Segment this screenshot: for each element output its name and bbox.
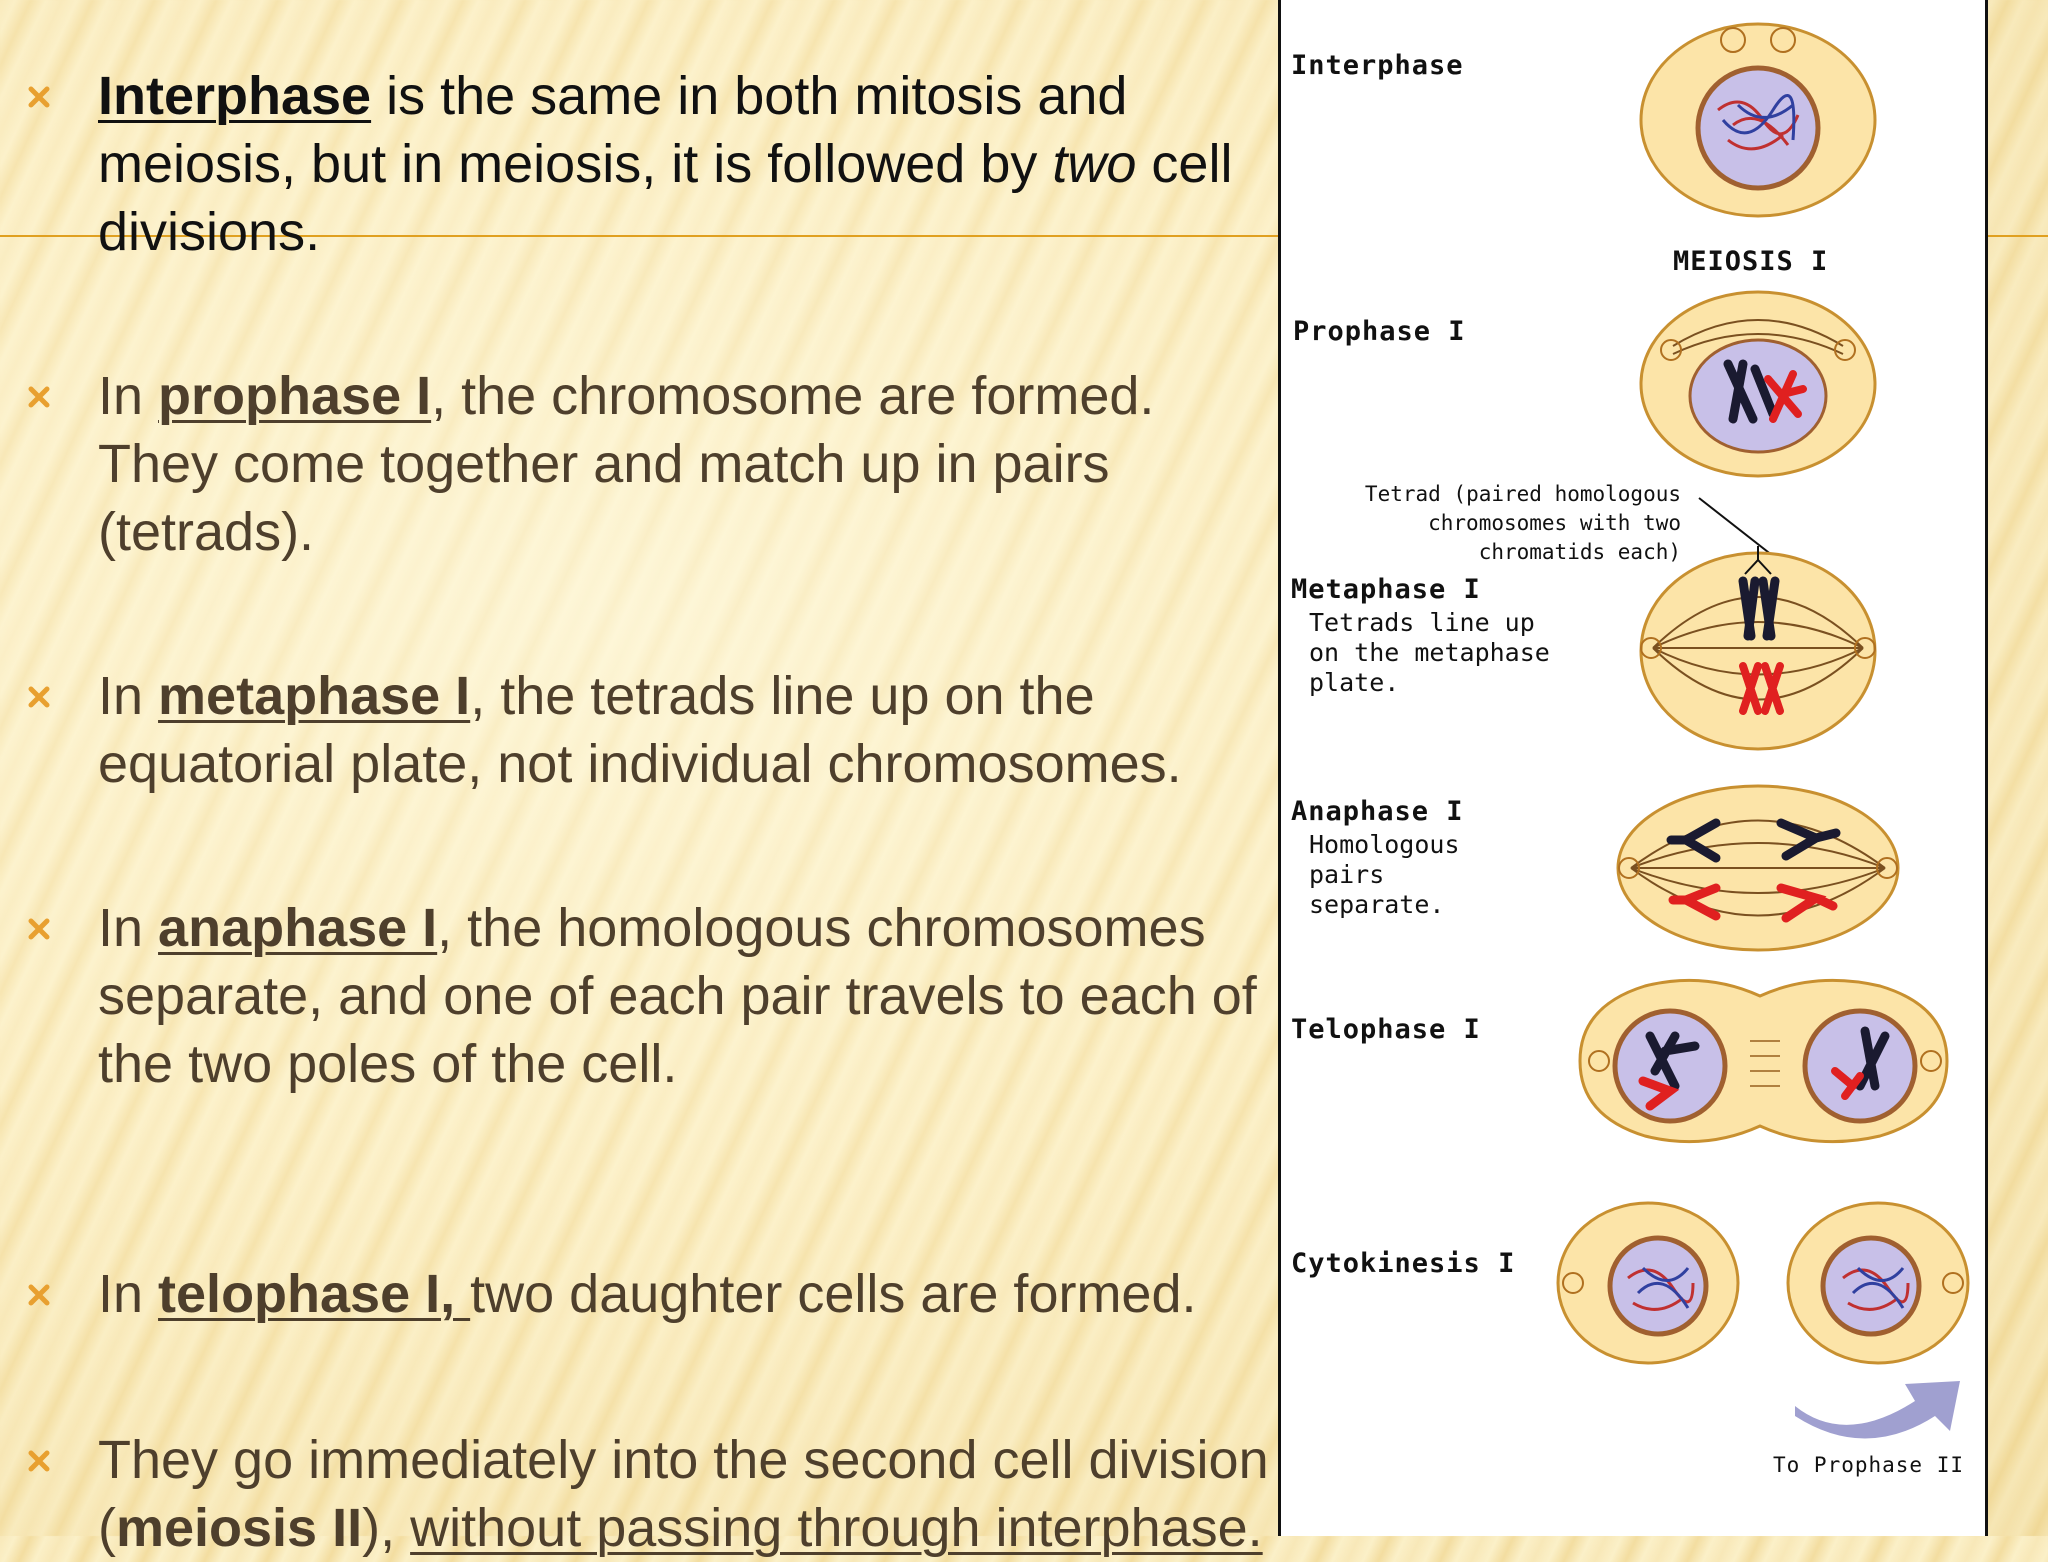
anaphase-cell	[1616, 784, 1900, 952]
bullet-text-run: In	[98, 1264, 159, 1324]
bullet-text: In prophase I, the chromosome are formed…	[98, 362, 1278, 566]
label-telophase: Telophase I	[1291, 1014, 1481, 1045]
bullet-text: In telophase I, two daughter cells are f…	[98, 1260, 1278, 1328]
description-line: on the metaphase	[1309, 638, 1550, 667]
telophase-cell	[1578, 978, 1949, 1144]
bullet-text-run: Interphase	[98, 66, 372, 126]
bullet-text: In anaphase I, the homologous chromosome…	[98, 894, 1278, 1098]
description-line: Homologous	[1309, 830, 1460, 859]
tetrad-note-line: Tetrad (paired homologous	[1364, 482, 1681, 506]
x-bullet-icon	[28, 918, 50, 940]
bullet-text-run: two	[1052, 134, 1137, 194]
x-bullet-icon	[28, 1284, 50, 1306]
metaphase-description: Tetrads line up on the metaphase plate.	[1309, 608, 1550, 698]
label-cytokinesis: Cytokinesis I	[1291, 1248, 1516, 1279]
next-label: To Prophase II	[1773, 1453, 1965, 1477]
cytokinesis-cells	[1556, 1201, 1970, 1365]
bullet-text-run: In	[98, 898, 159, 958]
bullet-text-run: In	[98, 666, 159, 726]
bullet-text-run: prophase I	[158, 366, 432, 426]
bullet-text-run: They go immediately into the second cell…	[98, 1430, 1269, 1558]
bullet-text-run: , the chromosome are formed. They come t…	[98, 366, 1155, 562]
description-line: plate.	[1309, 668, 1400, 697]
tetrad-note-line: chromatids each)	[1478, 540, 1681, 564]
label-interphase: Interphase	[1291, 50, 1464, 81]
bullet-text-run: cell divisions.	[98, 134, 1233, 262]
description-line: Tetrads line up	[1309, 608, 1535, 637]
label-metaphase: Metaphase I	[1291, 574, 1481, 605]
next-arrow-icon	[1795, 1381, 1960, 1439]
description-line: separate.	[1309, 890, 1445, 919]
bullet-text-run: is the same in both mitosis and meiosis,…	[98, 66, 1128, 194]
label-anaphase: Anaphase I	[1291, 796, 1464, 827]
x-bullet-icon	[28, 686, 50, 708]
x-bullet-icon	[28, 1450, 50, 1472]
label-prophase: Prophase I	[1293, 316, 1466, 347]
x-bullet-icon	[28, 86, 50, 108]
bullet-text-run: two daughter cells are formed.	[470, 1264, 1197, 1324]
bullet-text: Interphase is the same in both mitosis a…	[98, 62, 1278, 266]
bullet-text-run: telophase I,	[158, 1264, 471, 1324]
tetrad-note-line: chromosomes with two	[1428, 511, 1681, 535]
tetrad-note: Tetrad (paired homologous chromosomes wi…	[1321, 480, 1681, 567]
bullet-text: They go immediately into the second cell…	[98, 1426, 1278, 1562]
description-line: pairs	[1309, 860, 1385, 889]
title-rule-left	[0, 235, 1280, 237]
bullet-text-run: In	[98, 366, 159, 426]
centrosome	[1720, 27, 1796, 53]
interphase-cell	[1639, 22, 1877, 218]
bullet-text-run: meiosis II	[115, 1498, 363, 1558]
prophase-cell	[1639, 290, 1877, 478]
label-meiosis-i: MEIOSIS I	[1673, 246, 1829, 277]
x-bullet-icon	[28, 386, 50, 408]
metaphase-cell	[1639, 546, 1877, 751]
bullet-text-run: , the homologous chromosomes separate, a…	[98, 898, 1257, 1094]
meiosis-diagram: Interphase MEIOSIS I Prophase I Tetrad (…	[1278, 0, 1988, 1536]
bullet-text-run: metaphase I	[158, 666, 471, 726]
bullet-text-run: , the tetrads line up on the equatorial …	[98, 666, 1182, 794]
anaphase-description: Homologous pairs separate.	[1309, 830, 1460, 920]
bullet-text: In metaphase I, the tetrads line up on t…	[98, 662, 1278, 798]
bullet-text-run: anaphase I	[158, 898, 438, 958]
bullet-text-run: without passing through interphase.	[410, 1498, 1263, 1558]
title-rule-right	[1980, 235, 2048, 237]
bullet-text-run: ),	[362, 1498, 411, 1558]
